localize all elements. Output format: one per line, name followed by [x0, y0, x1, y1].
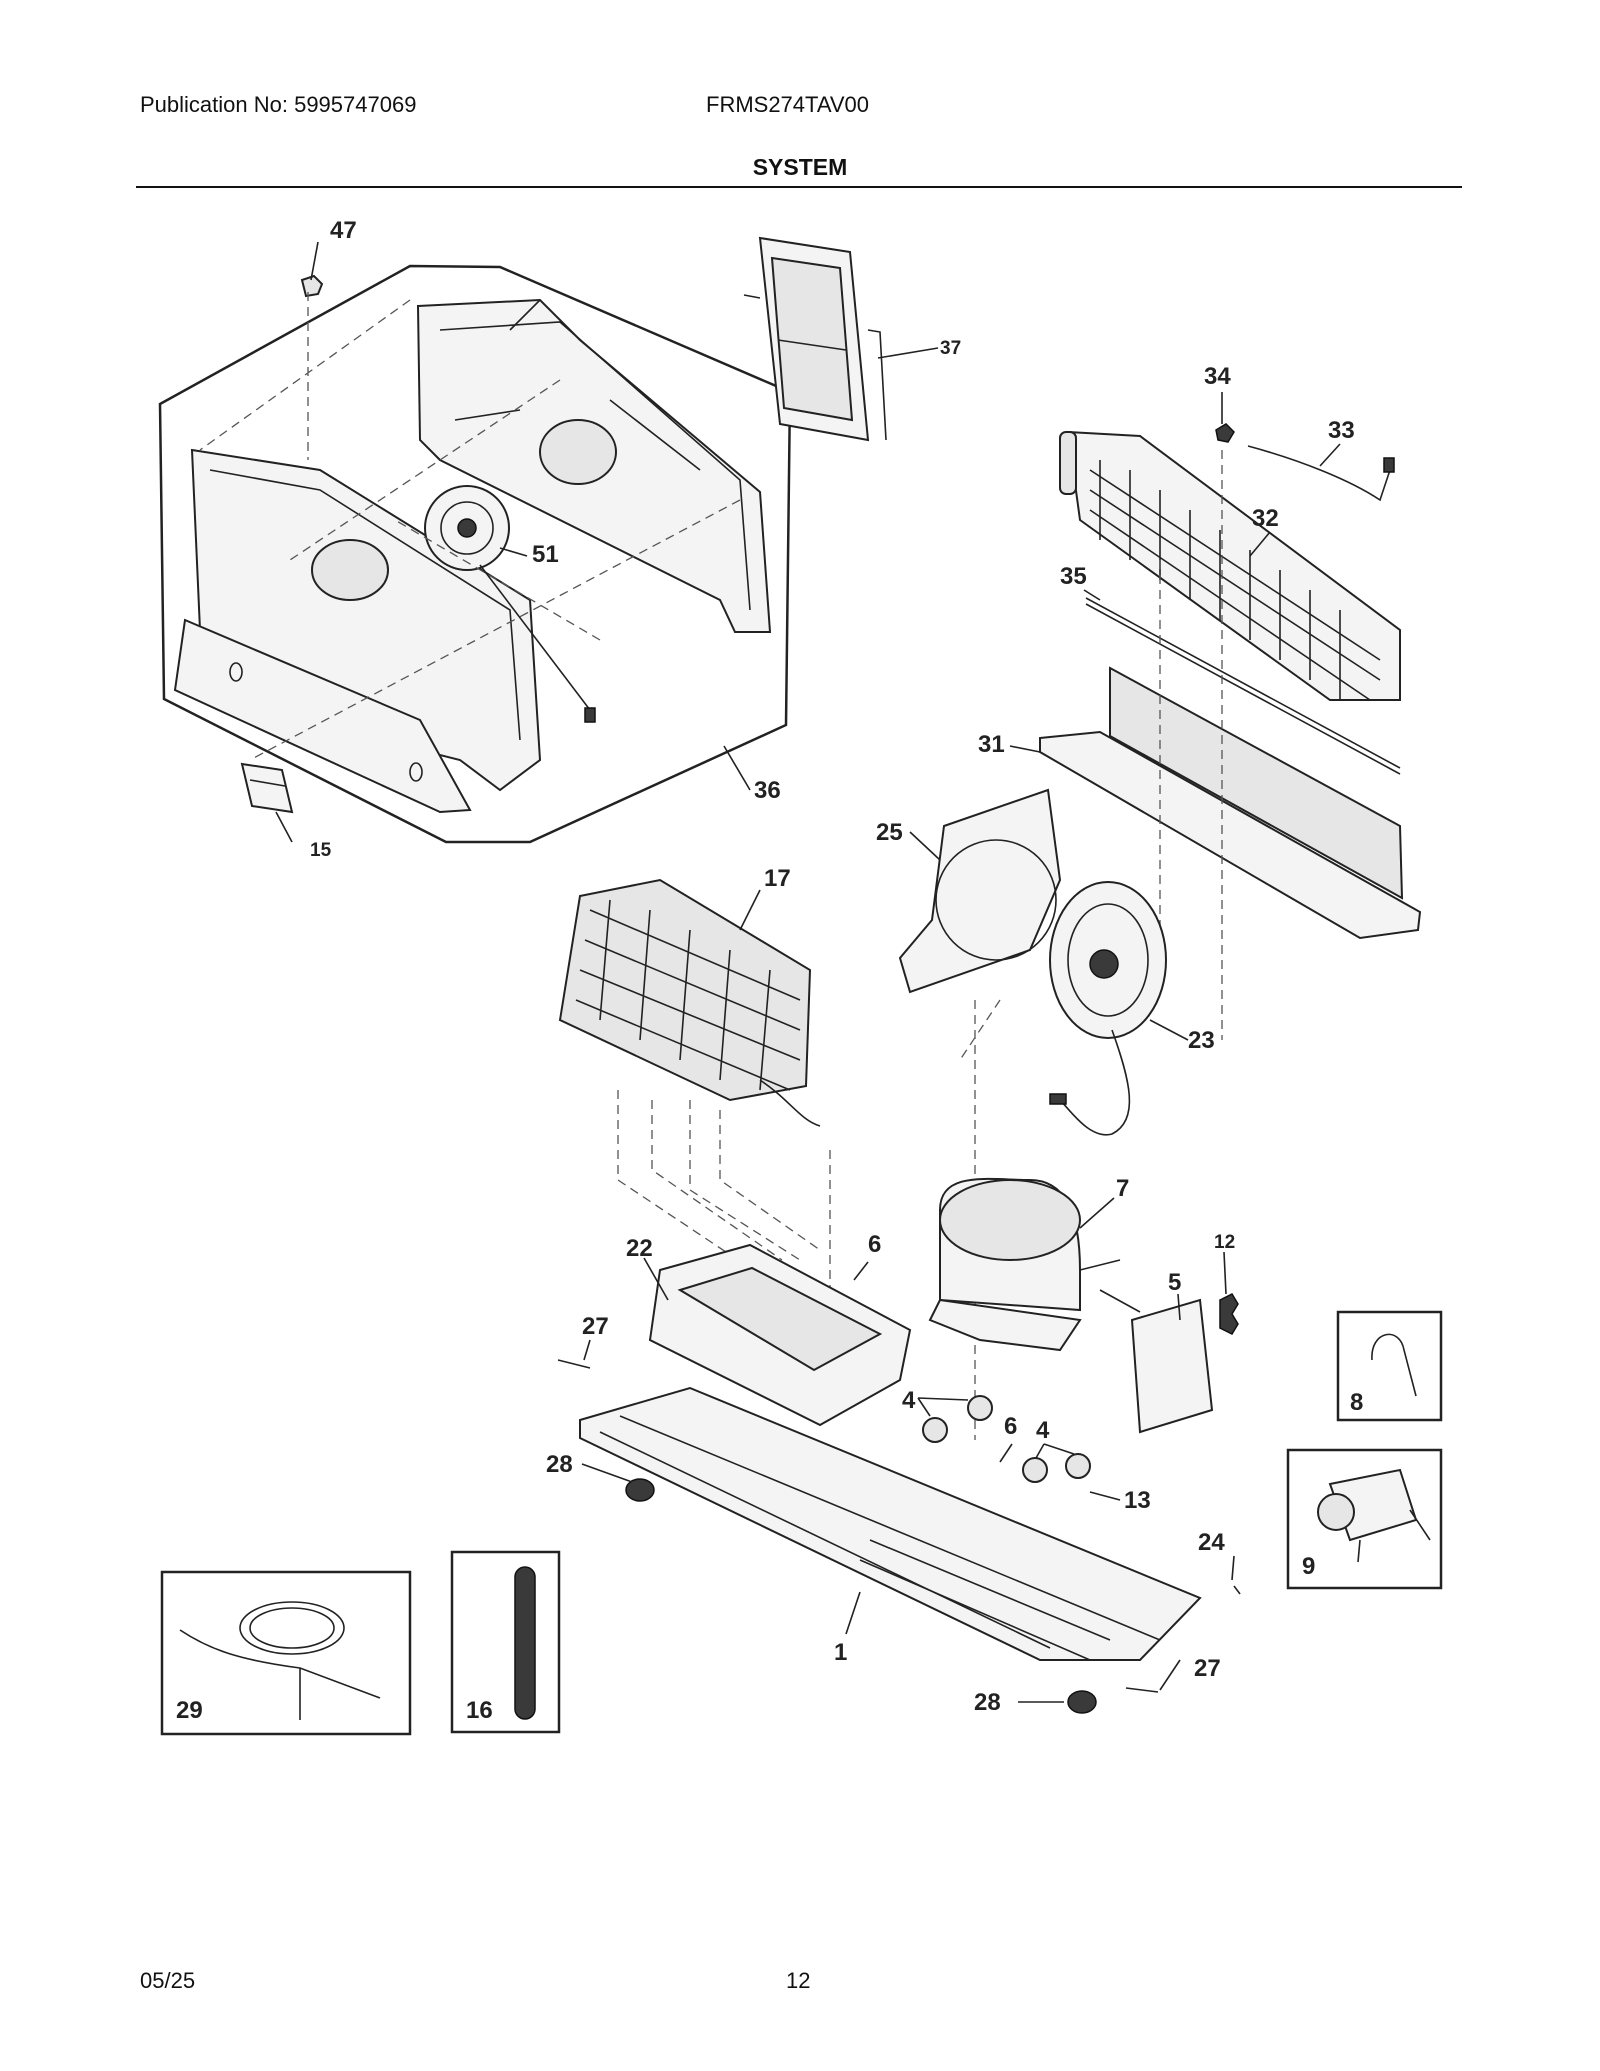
part-29-box: [160, 1570, 412, 1736]
callout-32: 32: [1252, 505, 1279, 532]
callout-23: 23: [1188, 1027, 1215, 1054]
callout-47: 47: [330, 217, 357, 244]
evaporator-cover-front: [173, 448, 542, 814]
model-number: FRMS274TAV00: [706, 92, 870, 117]
callout-7: 7: [1116, 1175, 1129, 1202]
part-29-power-cord: [179, 1601, 381, 1720]
callout-15: 15: [310, 840, 332, 861]
callout-25: 25: [876, 819, 903, 846]
part-17-condenser-coil: [558, 878, 821, 1127]
part-7-compressor: [928, 1177, 1121, 1352]
fan-housing-rear: [416, 298, 772, 633]
callout-6-lower: 6: [1004, 1413, 1017, 1440]
callout-22: 22: [626, 1235, 653, 1262]
part-16-tube: [514, 1566, 536, 1720]
callout-28-lower: 28: [974, 1689, 1001, 1716]
publication-number: Publication No: 5995747069: [140, 92, 417, 117]
callout-51: 51: [532, 541, 559, 568]
part-34-clip: [1215, 423, 1235, 443]
part-47-clip: [300, 274, 324, 298]
callout-37: 37: [940, 338, 961, 359]
part-51-fan-motor: [424, 485, 596, 723]
callout-13: 13: [1124, 1487, 1151, 1514]
callout-28-upper: 28: [546, 1451, 573, 1478]
part-35-defrost-heater: [1085, 597, 1401, 775]
part-15-bracket: [240, 762, 294, 814]
callout-34: 34: [1204, 363, 1231, 390]
part-9-water-valve: [1317, 1468, 1431, 1563]
callout-4-right: 4: [1036, 1417, 1050, 1444]
part-31-drain-pan: [1039, 666, 1422, 940]
callout-9: 9: [1302, 1553, 1315, 1580]
callout-8: 8: [1350, 1389, 1363, 1416]
callout-17: 17: [764, 865, 791, 892]
part-9-box: [1286, 1448, 1443, 1590]
part-23-condenser-fan: [1049, 881, 1167, 1136]
part-22-drain-tray: [648, 1243, 912, 1427]
part-1-compressor-base: [579, 1386, 1202, 1661]
part-12-terminal-clip: [1219, 1293, 1239, 1335]
part-32-evaporator-coil: [1059, 430, 1401, 701]
section-title: SYSTEM: [752, 154, 848, 180]
part-27-screw: [557, 1359, 1159, 1693]
part-8-box: [1336, 1310, 1443, 1422]
part-16-box: [450, 1550, 561, 1734]
part-4-grommets: [922, 1395, 1091, 1483]
part-33-sensor-harness: [1247, 445, 1395, 502]
callout-27-left: 27: [582, 1313, 609, 1340]
callout-6-upper: 6: [868, 1231, 881, 1258]
callout-4-left: 4: [902, 1387, 916, 1414]
callout-1: 1: [834, 1639, 847, 1666]
callout-35: 35: [1060, 563, 1087, 590]
part-24-screw: [1233, 1585, 1241, 1595]
callout-31: 31: [978, 731, 1005, 758]
callout-36: 36: [754, 777, 781, 804]
callout-29: 29: [176, 1697, 203, 1724]
callout-16: 16: [466, 1697, 493, 1724]
callout-5: 5: [1168, 1269, 1181, 1296]
callout-33: 33: [1328, 417, 1355, 444]
callout-12: 12: [1214, 1232, 1235, 1253]
part-25-fan-shroud: [898, 788, 1062, 994]
page-number: 12: [786, 1968, 811, 1993]
footer-date: 05/25: [140, 1968, 196, 1993]
part-8-tube: [1371, 1333, 1417, 1397]
callout-27-right: 27: [1194, 1655, 1221, 1682]
part-37-air-tower-panel: [743, 236, 887, 442]
header-rule: [136, 186, 1462, 188]
callout-24: 24: [1198, 1529, 1225, 1556]
part-5-overload-relay: [1099, 1289, 1214, 1434]
callout-leaders: [275, 241, 1341, 1703]
part-28-roller: [625, 1478, 1097, 1714]
assembly-36-hexagon-frame: [158, 264, 792, 844]
